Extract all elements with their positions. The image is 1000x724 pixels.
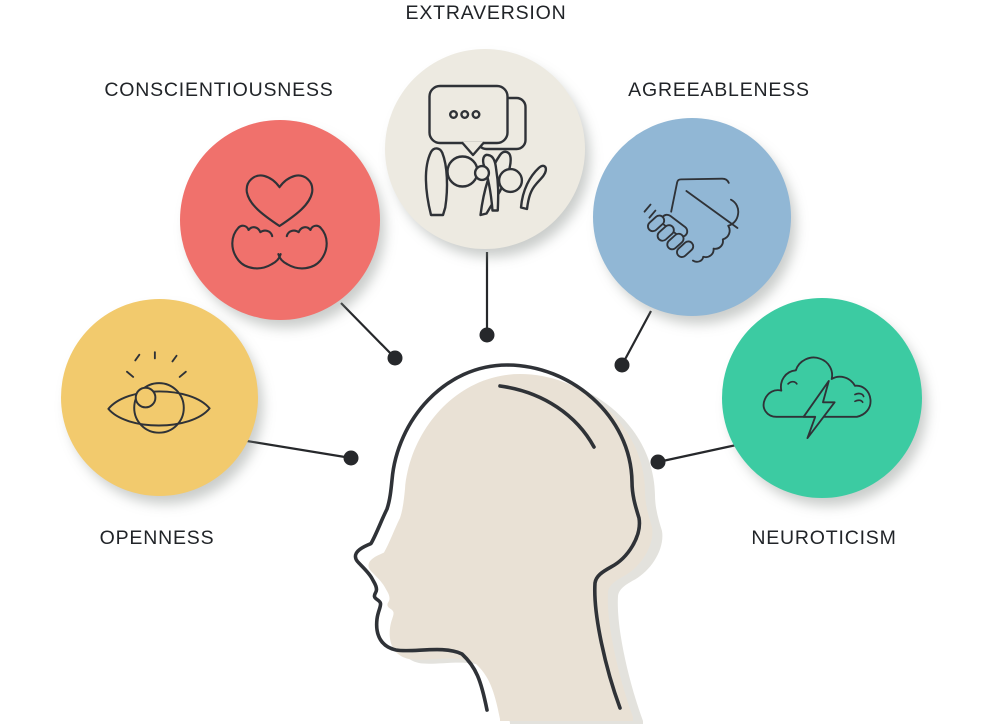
openness-circle [61, 299, 258, 496]
conscientiousness-circle [180, 120, 380, 320]
agreeableness-label: AGREEABLENESS [628, 79, 810, 101]
storm-cloud-lightning-icon [762, 356, 872, 440]
neuroticism-label: NEUROTICISM [751, 527, 897, 549]
head-outline [353, 363, 642, 712]
extraversion-label: EXTRAVERSION [405, 2, 567, 24]
handshake-icon [643, 177, 740, 263]
heart-in-hands-icon [231, 174, 328, 270]
agreeableness-circle [593, 118, 791, 316]
connector-neuroticism [657, 442, 742, 464]
hairline-arc [498, 384, 596, 449]
neuroticism-circle [722, 298, 922, 498]
connector-dot [479, 327, 495, 343]
speech-bubbles-cheering-people-icon [424, 84, 548, 217]
extraversion-circle [385, 49, 585, 249]
openness-label: OPENNESS [99, 527, 215, 549]
open-eye-icon [107, 351, 211, 434]
head-fill [368, 374, 653, 721]
conscientiousness-label: CONSCIENTIOUSNESS [104, 79, 334, 101]
human-head-profile [353, 363, 663, 724]
